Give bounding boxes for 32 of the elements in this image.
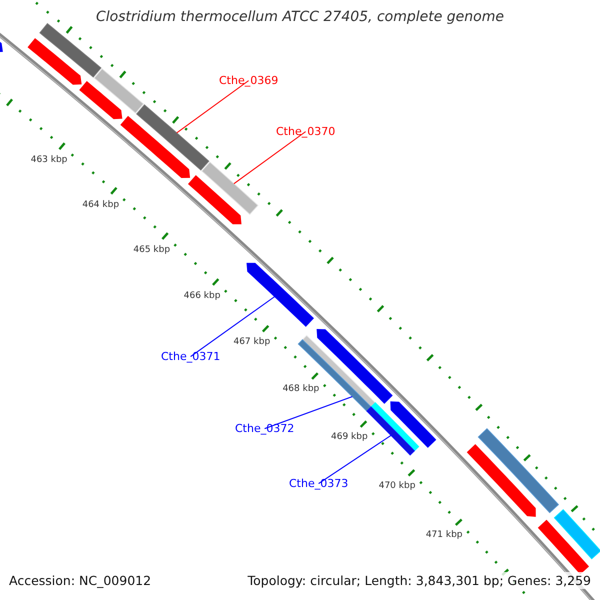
- gene-feature: [390, 401, 436, 448]
- scale-label: 468 kbp: [282, 384, 320, 396]
- map-title: Clostridium thermocellum ATCC 27405, complete genome: [95, 9, 505, 26]
- scale-label: 467 kbp: [232, 337, 272, 348]
- gene-bar: [538, 520, 590, 574]
- gene-label: Cthe_0373: [289, 477, 348, 490]
- gene-feature: [28, 38, 82, 85]
- leader-line: [190, 296, 276, 358]
- scale-label: 465 kbp: [132, 244, 172, 256]
- gene-bar: [39, 23, 102, 78]
- gene-label: Cthe_0372: [235, 422, 294, 436]
- scale-label: 471 kbp: [424, 530, 464, 541]
- gene-label: Cthe_0371: [161, 350, 220, 364]
- gene-feature: [466, 444, 536, 517]
- gene-feature: [79, 80, 122, 120]
- scale-label: 463 kbp: [30, 155, 68, 166]
- gene-bar: [478, 428, 560, 514]
- gene-feature: [120, 116, 190, 178]
- gene-bar: [201, 162, 258, 215]
- leader-line: [233, 131, 306, 184]
- gene-bar: [136, 104, 210, 171]
- gene-bar: [94, 68, 144, 114]
- scale-label: 466 kbp: [182, 290, 222, 302]
- gene-label: Cthe_0369: [219, 74, 278, 88]
- scale-label: 470 kbp: [378, 480, 416, 492]
- gene-bar: [554, 509, 600, 560]
- gene-feature: [188, 175, 242, 224]
- scale-label: 464 kbp: [81, 200, 120, 211]
- leader-line: [176, 80, 250, 134]
- gene-label: Cthe_0370: [276, 125, 336, 138]
- scale-label: 469 kbp: [330, 432, 369, 444]
- gene-feature: [246, 262, 314, 327]
